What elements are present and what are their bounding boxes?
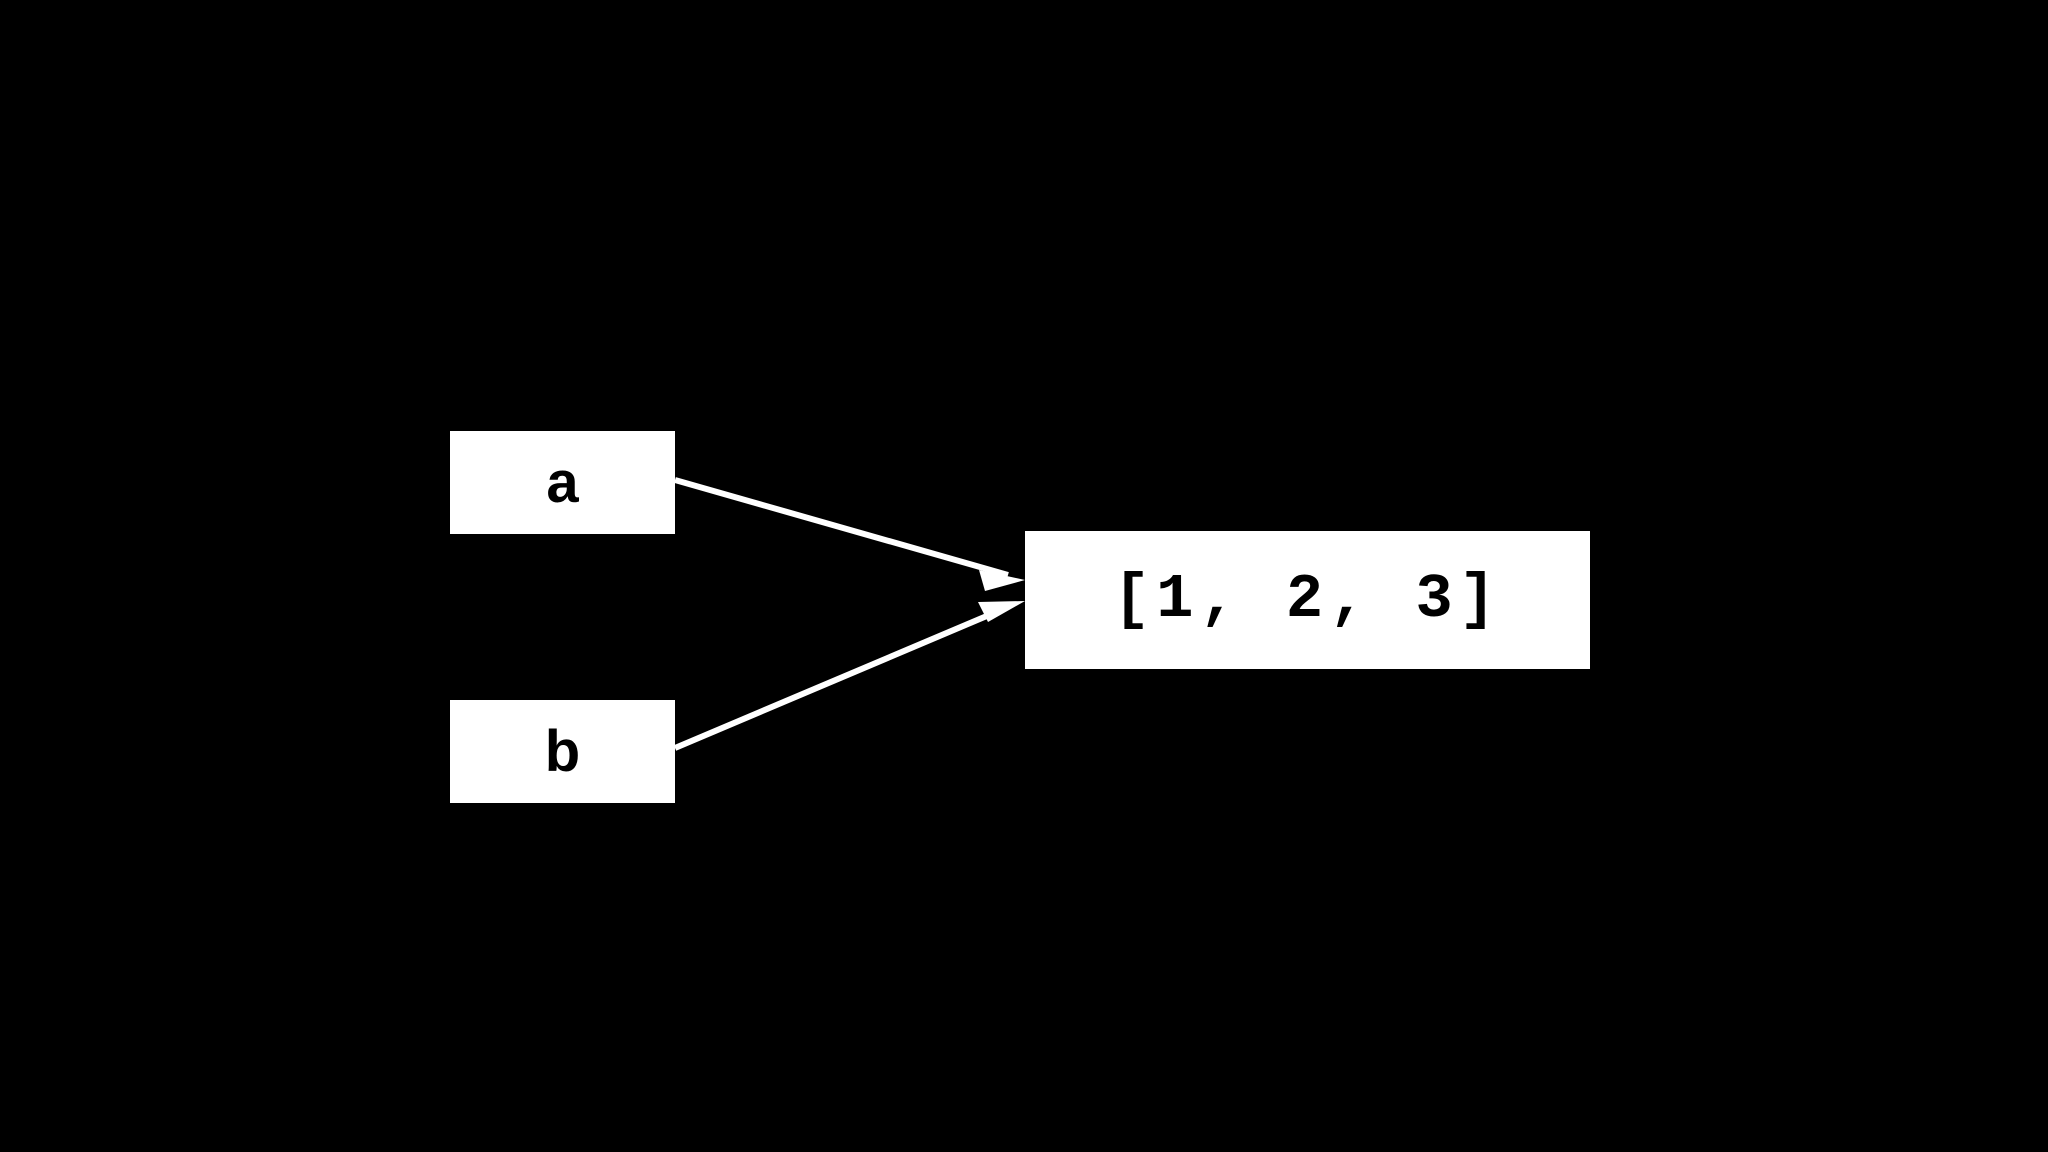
node-value-list-label: [1, 2, 3] <box>1113 564 1502 635</box>
node-value-list[interactable]: [1, 2, 3] <box>1025 531 1590 669</box>
node-variable-a[interactable]: a <box>450 431 675 534</box>
edge-a-to-value-arrowhead <box>979 570 1025 591</box>
node-variable-b-label: b <box>544 718 581 784</box>
edge-b-to-value-line <box>673 604 1010 751</box>
node-variable-a-label: a <box>546 449 579 515</box>
edge-a-to-value <box>674 477 1025 591</box>
edge-a-to-value-line <box>674 477 1009 578</box>
edge-b-to-value-arrowhead <box>978 601 1025 622</box>
edge-b-to-value <box>673 601 1025 751</box>
node-variable-b[interactable]: b <box>450 700 675 803</box>
